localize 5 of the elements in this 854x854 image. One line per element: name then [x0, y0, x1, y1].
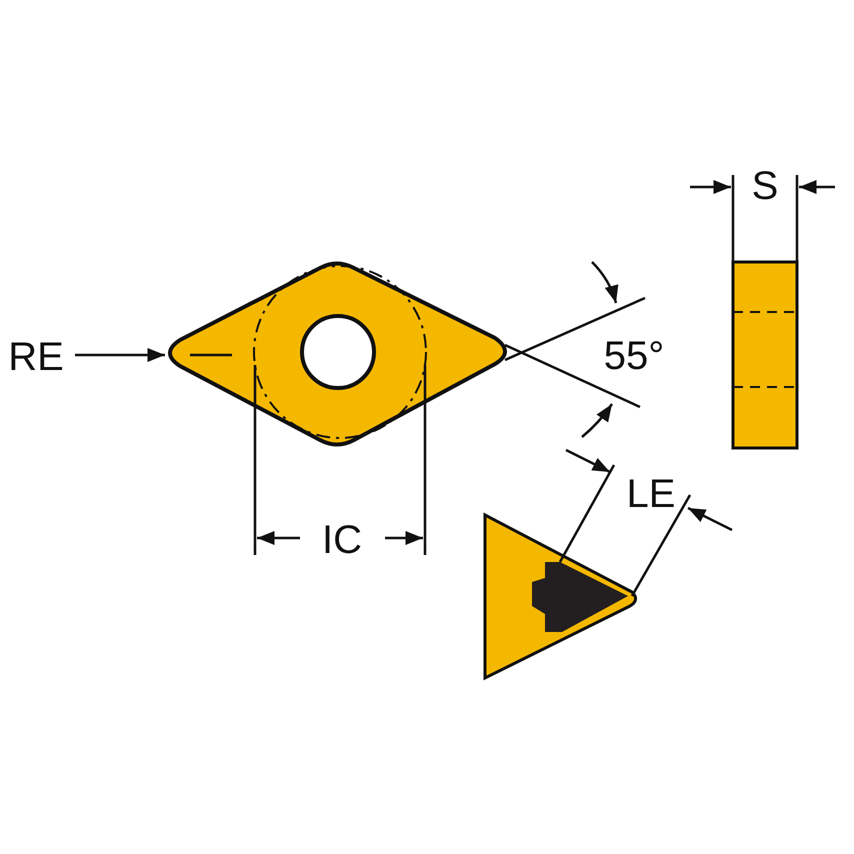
dimension-label: 55°: [604, 336, 664, 376]
dimension-label: S: [752, 166, 778, 206]
dimension-label: RE: [8, 337, 64, 377]
dimension-label: IC: [322, 520, 362, 560]
dimension-label: LE: [626, 474, 676, 514]
